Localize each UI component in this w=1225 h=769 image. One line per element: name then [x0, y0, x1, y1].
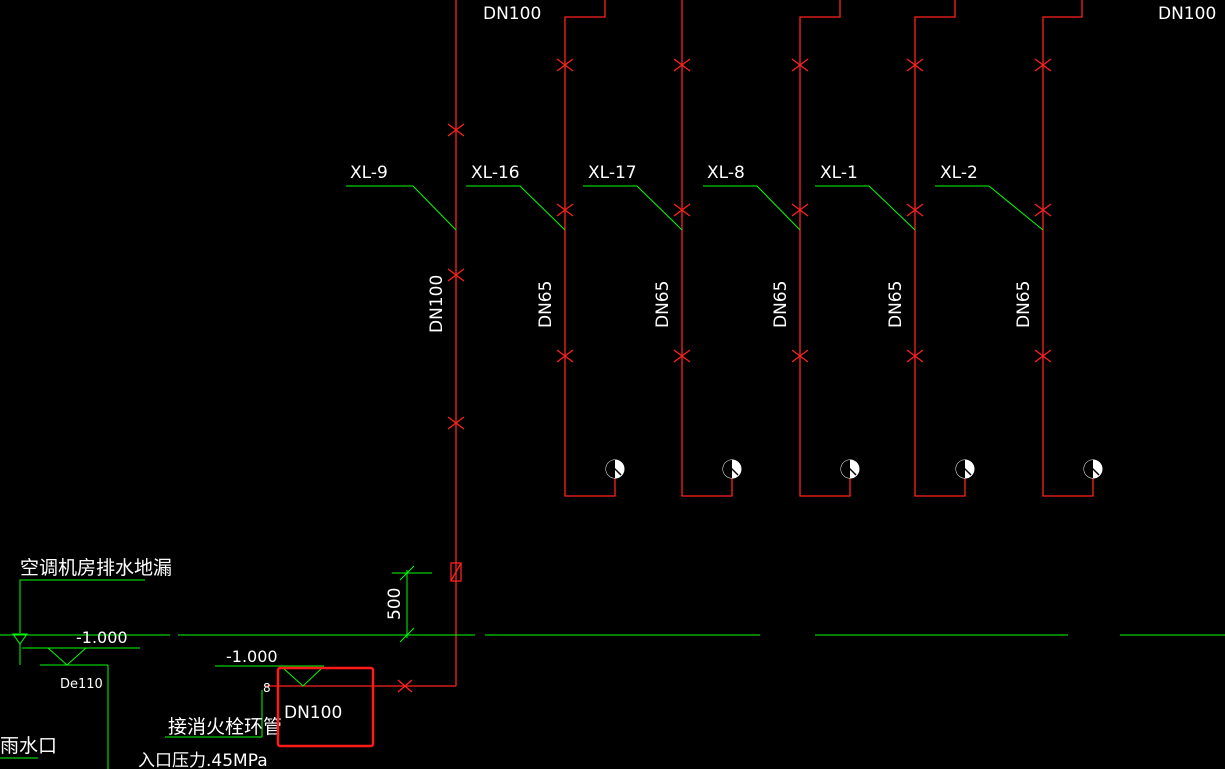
valve-icon — [556, 349, 574, 363]
branch-riser-xl-1 — [914, 0, 966, 497]
riser-tag-leaders — [346, 185, 1044, 231]
valve-icon — [1034, 349, 1052, 363]
valve-icon — [1034, 58, 1052, 72]
valve-icon — [397, 679, 413, 693]
pipe-size-label: DN100 — [284, 703, 342, 723]
pipe-size-label: De110 — [60, 677, 103, 692]
inlet-pressure-note: 入口压力.45MPa — [138, 751, 268, 769]
riser-tag: XL-17 — [588, 163, 637, 183]
ac-room-drain-label: 空调机房排水地漏 — [20, 557, 172, 579]
branch-riser-xl-17 — [681, 0, 733, 497]
elevation-label: -1.000 — [226, 647, 278, 666]
valve-icon — [447, 416, 465, 430]
valve-icon — [906, 203, 924, 217]
riser-tag: XL-1 — [820, 163, 858, 183]
leader-xl-1 — [815, 185, 916, 231]
valve-icon — [673, 58, 691, 72]
fire-hydrant-icon — [955, 459, 975, 479]
pipe-size-label-vertical: DN65 — [1014, 281, 1034, 328]
leader-xl-17 — [583, 185, 683, 231]
highlight-box — [276, 666, 375, 748]
riser-tag: XL-9 — [350, 163, 388, 183]
branch-riser-xl-16 — [564, 0, 616, 497]
branch-riser-xl-2 — [1042, 0, 1094, 497]
valve-icon — [791, 58, 809, 72]
pipe-size-label-vertical: DN65 — [653, 281, 673, 328]
pipe-size-label: DN100 — [1158, 4, 1216, 24]
riser-tag: XL-16 — [471, 163, 520, 183]
pipe-size-label-vertical: DN65 — [771, 281, 791, 328]
fire-ring-note: 接消火栓环管 — [168, 716, 282, 738]
rain-outlet-label: 雨水口 — [0, 735, 57, 757]
valve-icon — [673, 203, 691, 217]
valve-icon — [556, 203, 574, 217]
fire-hydrant-icon — [722, 459, 742, 479]
valve-icon — [447, 268, 465, 282]
pipe-size-label-vertical: DN100 — [427, 275, 447, 333]
valve-icon — [906, 349, 924, 363]
floor-drain-icon — [12, 633, 28, 645]
fire-hydrant-icon — [1083, 459, 1103, 479]
valve-icon — [791, 203, 809, 217]
check-valve-icon — [450, 562, 462, 582]
pipe-size-label-vertical: DN65 — [886, 281, 906, 328]
branch-riser-xl-8 — [799, 0, 851, 497]
gate-valves — [397, 58, 1052, 693]
valve-icon — [447, 123, 465, 137]
elevation-label: -1.000 — [76, 628, 128, 647]
pipe-size-label-vertical: DN65 — [536, 281, 556, 328]
riser-tag: XL-2 — [940, 163, 978, 183]
leader-xl-8 — [703, 185, 801, 231]
leader-xl-2 — [935, 185, 1044, 231]
small-mark: 8 — [263, 681, 271, 695]
leader-xl-16 — [466, 185, 566, 231]
valve-icon — [556, 58, 574, 72]
leader-xl-9 — [346, 185, 457, 231]
valve-icon — [673, 349, 691, 363]
riser-tag: XL-8 — [707, 163, 745, 183]
pipe-size-label: DN100 — [483, 4, 541, 24]
dimension-value: 500 — [385, 588, 405, 620]
fire-hydrant-icon — [605, 459, 625, 479]
fire-hydrants — [605, 459, 1103, 479]
valve-icon — [1034, 203, 1052, 217]
valve-icon — [791, 349, 809, 363]
fire-hydrant-icon — [840, 459, 860, 479]
dimension-500 — [392, 565, 432, 643]
valve-icon — [906, 58, 924, 72]
main-riser-dn100 — [265, 0, 462, 687]
